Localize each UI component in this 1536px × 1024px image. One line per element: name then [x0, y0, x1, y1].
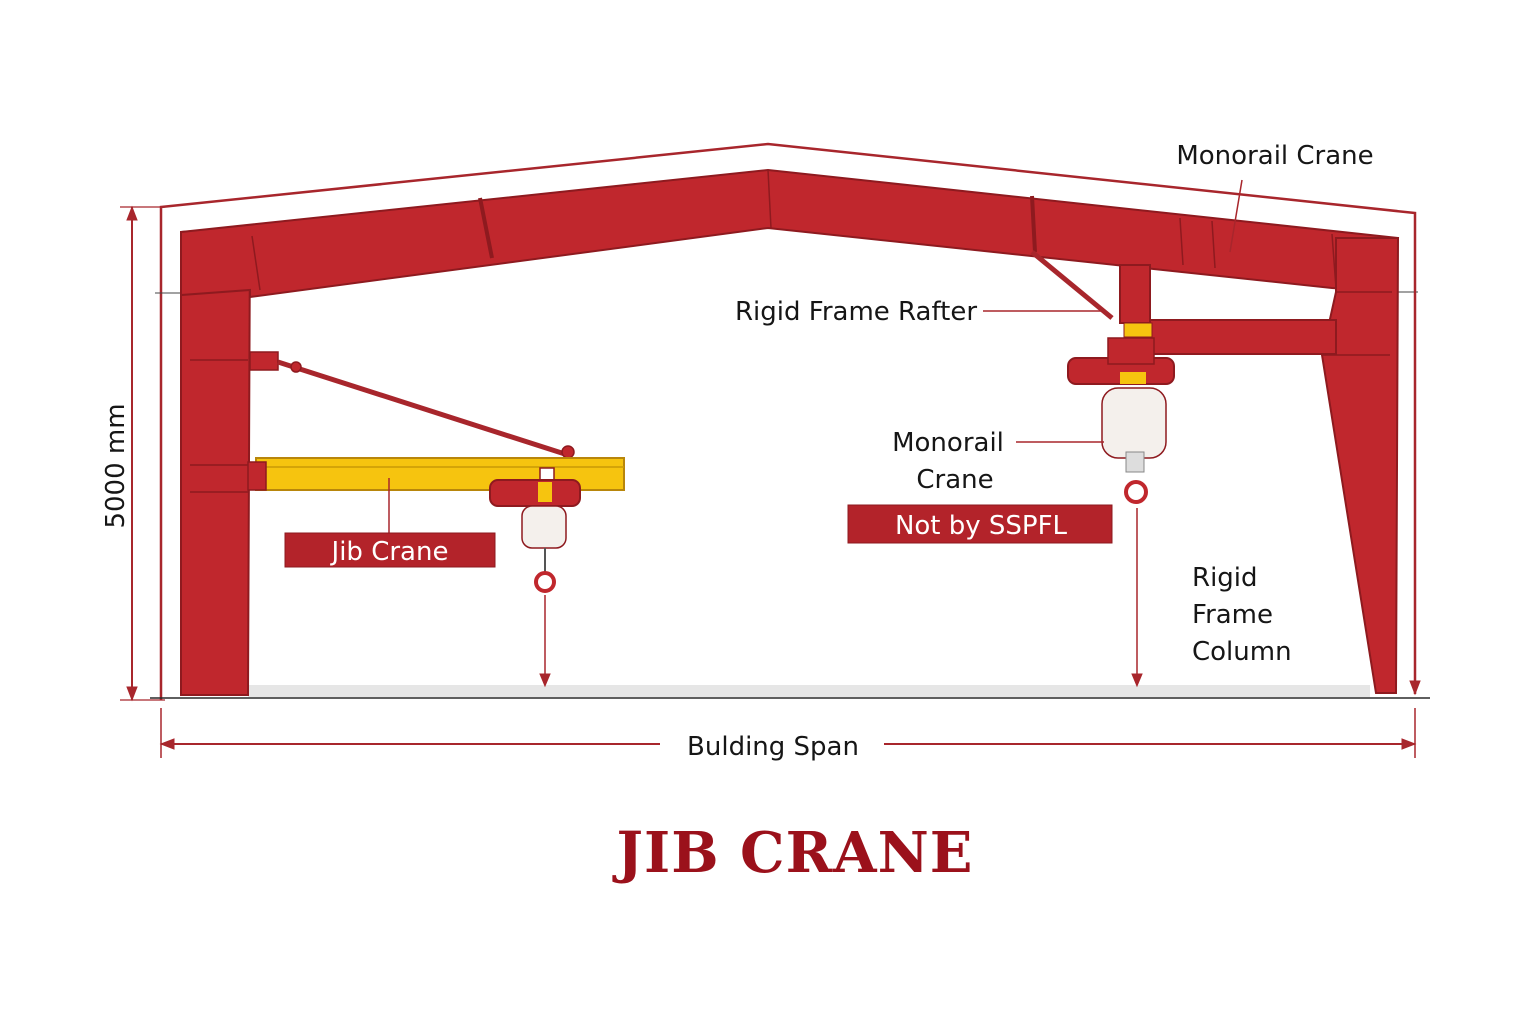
height-label: 5000 mm — [101, 403, 131, 528]
monorail-hoist — [1067, 264, 1175, 504]
jib-tie-rod — [249, 351, 575, 459]
rigid-frame-column-label-1: Rigid — [1192, 563, 1258, 593]
rigid-frame-column-right — [1320, 237, 1400, 694]
monorail-beam — [1149, 319, 1337, 355]
monorail-crane-label-2: Crane — [916, 465, 993, 495]
rigid-frame-column-left — [180, 225, 252, 696]
leader-monorail-top — [1229, 179, 1243, 253]
monorail-crane-top-label: Monorail Crane — [1176, 141, 1373, 171]
rigid-frame-column-label-3: Column — [1192, 637, 1292, 667]
height-dimension — [120, 205, 165, 702]
span-dimension — [159, 708, 1417, 758]
diagram-title: JIB CRANE — [612, 820, 974, 886]
rigid-frame-rafter-label: Rigid Frame Rafter — [735, 297, 977, 327]
rigid-frame-rafter — [180, 168, 1400, 299]
monorail-crane-label-1: Monorail — [892, 428, 1004, 458]
not-by-sspfl-tag-text: Not by SSPFL — [895, 511, 1068, 541]
jib-crane-tag: Jib Crane — [284, 532, 496, 568]
monorail-hook — [1124, 480, 1148, 504]
not-by-sspfl-tag: Not by SSPFL — [847, 504, 1113, 544]
jib-hook — [534, 571, 556, 593]
jib-arm — [247, 457, 625, 491]
monorail-drop-arrow — [1131, 508, 1143, 688]
monorail-brace — [1030, 250, 1114, 320]
rigid-frame-column-label-2: Frame — [1192, 600, 1273, 630]
jib-crane-tag-text: Jib Crane — [330, 537, 449, 567]
jib-hoist — [489, 467, 581, 593]
ground-floor — [248, 685, 1370, 697]
building-span-label: Bulding Span — [687, 732, 859, 762]
jib-drop-arrow — [539, 595, 551, 688]
right-height-arrow — [1409, 213, 1421, 696]
